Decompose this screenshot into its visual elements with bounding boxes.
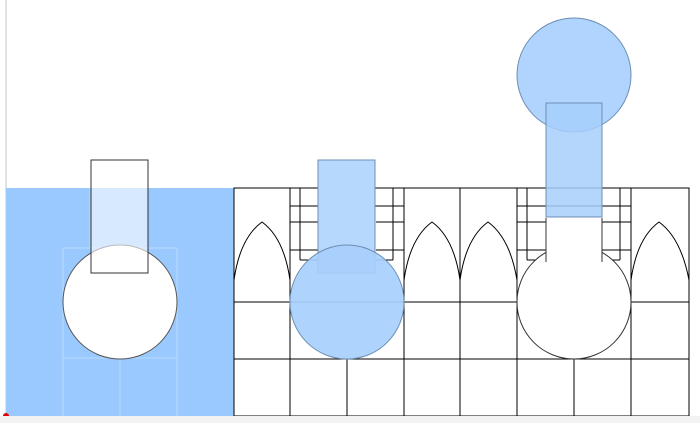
right-neck-fill bbox=[546, 240, 602, 280]
right-shape-group[interactable] bbox=[516, 17, 632, 360]
gothic-arch-4[interactable] bbox=[630, 221, 690, 281]
gothic-arch-3[interactable] bbox=[459, 221, 518, 281]
gothic-arches[interactable] bbox=[233, 221, 690, 281]
left-rectangle[interactable] bbox=[90, 159, 149, 274]
right-rectangle[interactable] bbox=[545, 102, 603, 218]
left-panel-group[interactable] bbox=[6, 159, 234, 416]
gothic-arch-2[interactable] bbox=[403, 221, 461, 281]
gothic-arch-1[interactable] bbox=[233, 221, 291, 281]
middle-shape-group[interactable] bbox=[289, 159, 405, 360]
middle-circle[interactable] bbox=[289, 244, 405, 360]
canvas-bottom-bar bbox=[0, 416, 700, 423]
